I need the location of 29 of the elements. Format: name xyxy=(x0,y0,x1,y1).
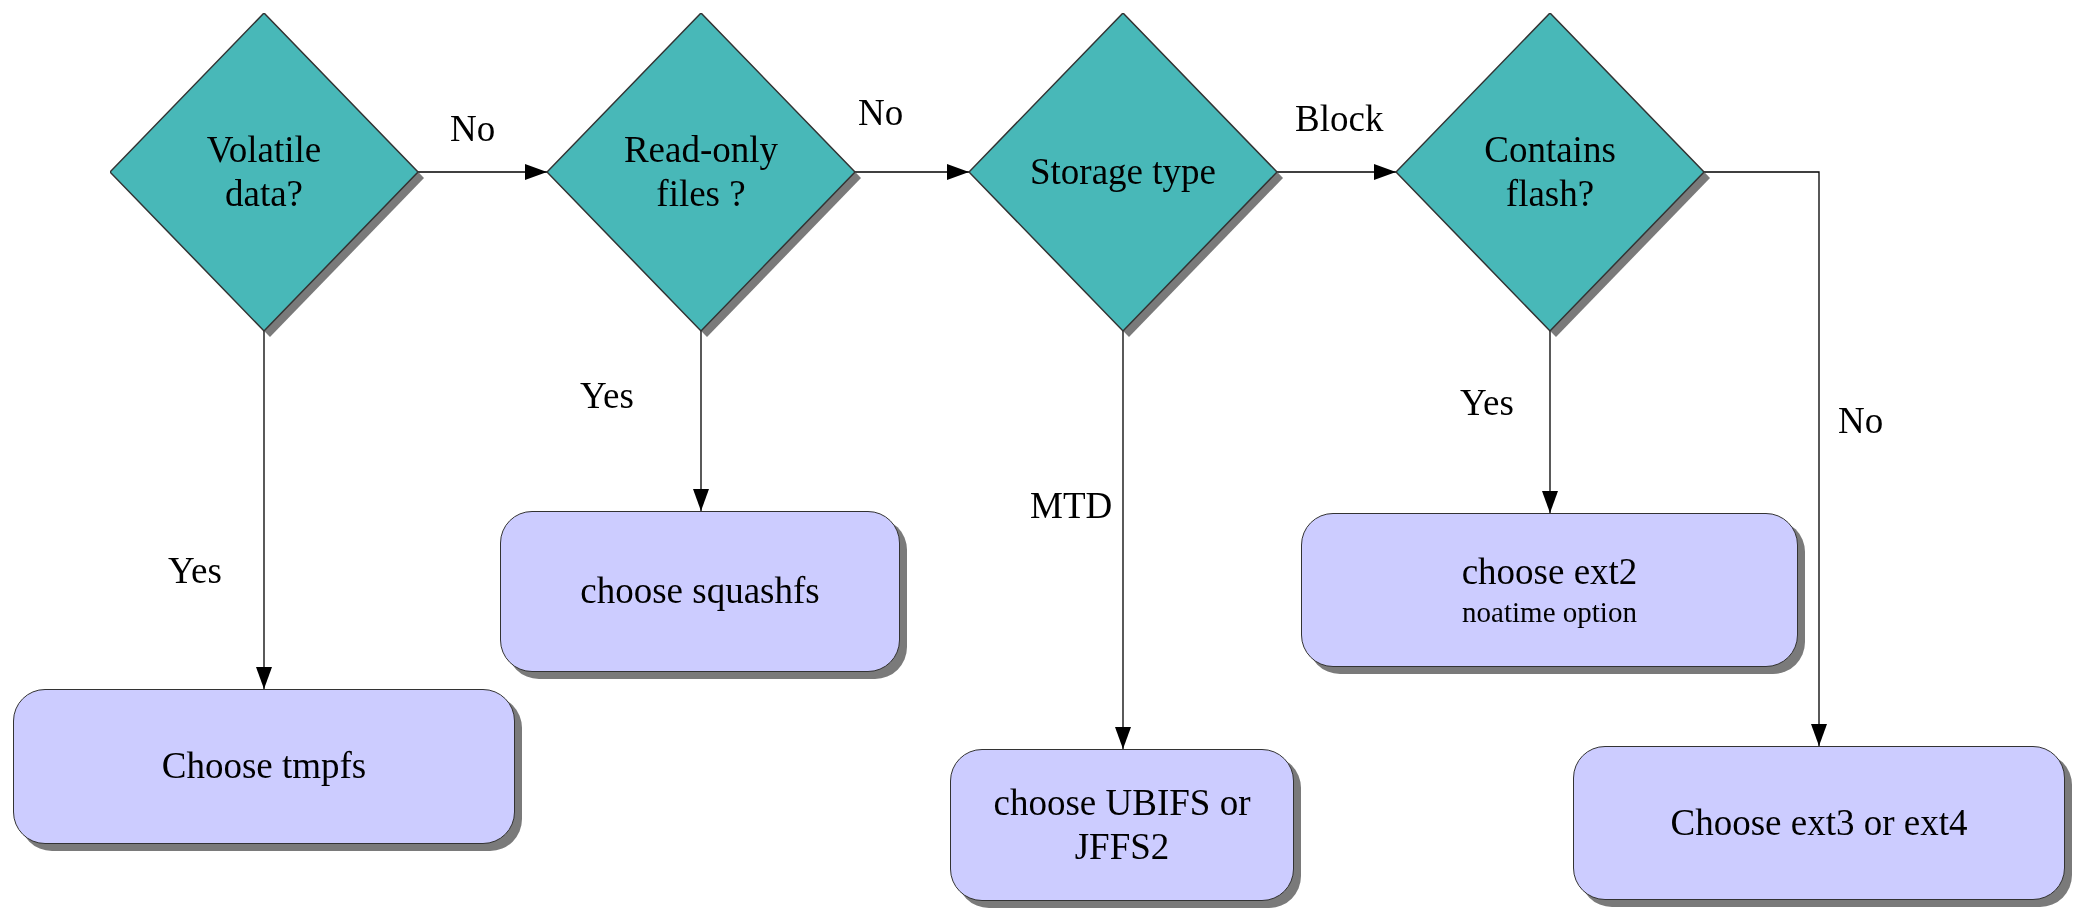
node-text: Volatile data? xyxy=(205,127,323,216)
arrow xyxy=(256,330,272,690)
edge-label: Yes xyxy=(168,552,222,589)
decision-diamond xyxy=(1396,13,1711,338)
edge-label: Yes xyxy=(580,377,634,414)
edge-label: No xyxy=(450,110,496,147)
node-subtext: noatime option xyxy=(1462,594,1637,630)
edge-label: Block xyxy=(1295,100,1384,137)
node-text: Read-only files ? xyxy=(622,127,780,216)
edge-label: MTD xyxy=(1030,487,1113,524)
decision-diamond xyxy=(110,13,425,338)
node-text: Contains flash? xyxy=(1483,127,1617,216)
arrow xyxy=(693,330,709,512)
node-text: Choose ext3 or ext4 xyxy=(1670,800,1968,845)
node-text: choose squashfs xyxy=(580,569,820,614)
arrow xyxy=(854,164,970,180)
edge-label: No xyxy=(858,94,904,131)
arrow xyxy=(1542,330,1558,514)
arrow xyxy=(1703,171,1827,747)
node-text: choose ext2 xyxy=(1461,550,1638,595)
node-text: Choose tmpfs xyxy=(161,744,367,789)
node-text: Storage type xyxy=(1030,149,1216,194)
edge-label: No xyxy=(1838,402,1884,439)
decision-diamond xyxy=(969,13,1284,338)
arrow xyxy=(417,164,548,180)
edge-label: Yes xyxy=(1460,384,1514,421)
arrow xyxy=(1115,330,1131,750)
node-text: choose UBIFS or JFFS2 xyxy=(992,780,1252,869)
arrow xyxy=(1276,164,1397,180)
